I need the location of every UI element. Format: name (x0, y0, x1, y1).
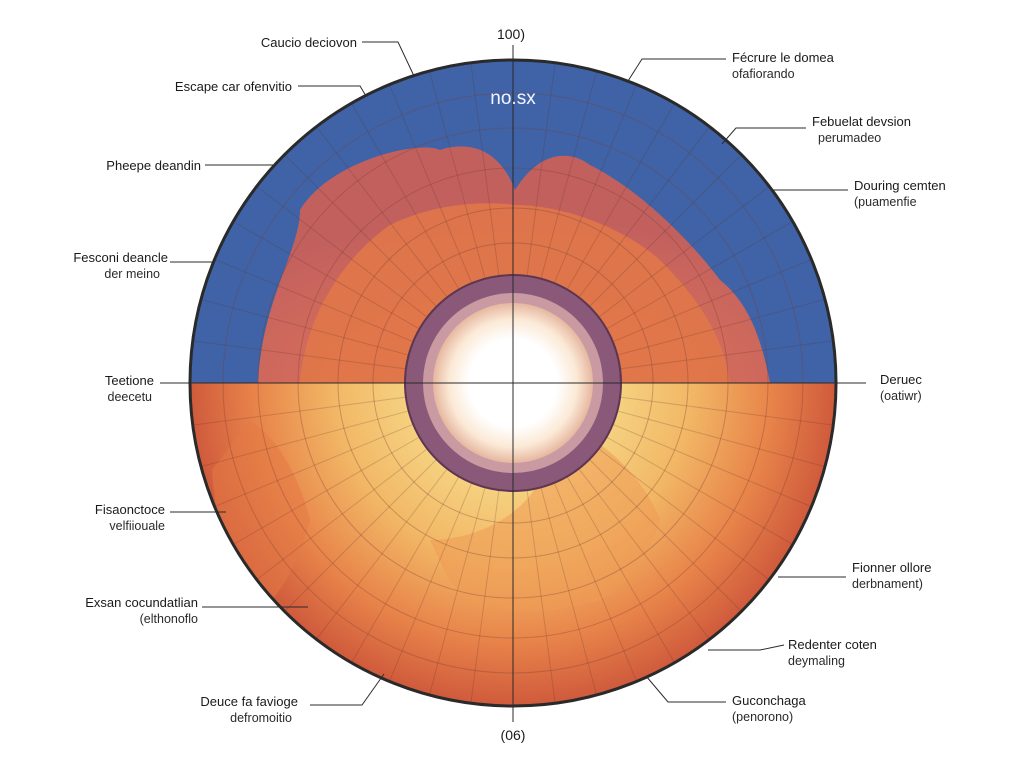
label-redenter: Redenter coten (788, 637, 877, 652)
label-fecrure: Fécrure le domea (732, 50, 835, 65)
label-exsan-sub: (elthonoflo (140, 612, 198, 626)
radial-division-line (540, 70, 598, 279)
radial-division-line (553, 482, 638, 682)
label-guconchaga: Guconchaga (732, 693, 806, 708)
radial-division-line (578, 126, 711, 298)
radial-division-line (200, 298, 409, 356)
radial-division-line (388, 84, 473, 284)
radial-division-line (526, 62, 556, 276)
radial-division-line (233, 436, 420, 545)
label-deruec-sub: (oatiwr) (880, 389, 922, 403)
radial-division-line (315, 468, 448, 640)
label-fisaonctoce-sub: velfiiouale (109, 519, 165, 533)
radial-division-line (284, 154, 437, 307)
radial-division-line (612, 423, 812, 508)
label-fisaonctoce: Fisaonctoce (95, 502, 165, 517)
radial-division-line (598, 448, 770, 581)
radial-division-line (620, 396, 834, 426)
radial-division-line (566, 103, 675, 290)
label-deruec: Deruec (880, 372, 922, 387)
label-douring: Douring cemten (854, 178, 946, 193)
label-fionner: Fionner ollore (852, 560, 932, 575)
label-fesconi: Fesconi deancle (73, 250, 168, 265)
label-escape: Escape car ofenvitio (175, 79, 292, 94)
label-guconchaga-sub: (penorono) (732, 710, 793, 724)
radial-division-line (617, 298, 826, 356)
radial-division-line (192, 396, 406, 426)
radial-division-line (214, 423, 414, 508)
label-febuelat: Febuelat devsion (812, 114, 911, 129)
label-caucio: Caucio deciovon (261, 35, 357, 50)
radial-division-line (566, 476, 675, 663)
radial-division-line (606, 436, 793, 545)
radial-division-line (606, 221, 793, 330)
radial-division-line (598, 185, 770, 318)
radial-division-line (470, 62, 500, 276)
label-teetione: Teetione (105, 373, 154, 388)
radial-division-line (589, 154, 742, 307)
bottom-value: (06) (501, 727, 526, 743)
label-fesconi-sub: der meino (104, 267, 160, 281)
radial-division-line (620, 340, 834, 370)
radial-division-line (256, 448, 428, 581)
label-exsan: Exsan cocundatlian (85, 595, 198, 610)
leader-lines (160, 41, 866, 706)
label-deuce-sub: defromoitio (230, 711, 292, 725)
radial-division-line (428, 70, 486, 279)
top-value: 100) (497, 26, 525, 42)
radial-division-line (553, 84, 638, 284)
label-redenter-sub: deymaling (788, 654, 845, 668)
radial-division-line (540, 487, 598, 696)
label-fionner-sub: derbnament) (852, 577, 923, 591)
radial-division-line (612, 258, 812, 343)
label-fecrure-sub: ofafiorando (732, 67, 795, 81)
center-label: no.sx (490, 88, 536, 109)
label-febuelat-sub: perumadeo (818, 131, 881, 145)
radial-division-line (428, 487, 486, 696)
radial-division-line (200, 410, 409, 468)
label-teetione-sub: deecetu (108, 390, 153, 404)
radial-division-line (589, 459, 742, 612)
radial-division-line (351, 476, 460, 663)
radial-division-line (192, 340, 406, 370)
radial-division-line (388, 482, 473, 682)
label-deuce: Deuce fa favioge (200, 694, 298, 709)
radial-division-line (526, 490, 556, 704)
radial-division-line (470, 490, 500, 704)
radial-division-line (256, 185, 428, 318)
radial-division-line (214, 258, 414, 343)
radial-division-line (578, 468, 711, 640)
label-douring-sub: (puamenfie (854, 195, 917, 209)
radial-division-line (284, 459, 437, 612)
radial-division-line (233, 221, 420, 330)
label-pheepe: Pheepe deandin (106, 158, 201, 173)
radial-division-line (351, 103, 460, 290)
radial-division-line (315, 126, 448, 298)
radial-division-line (617, 410, 826, 468)
